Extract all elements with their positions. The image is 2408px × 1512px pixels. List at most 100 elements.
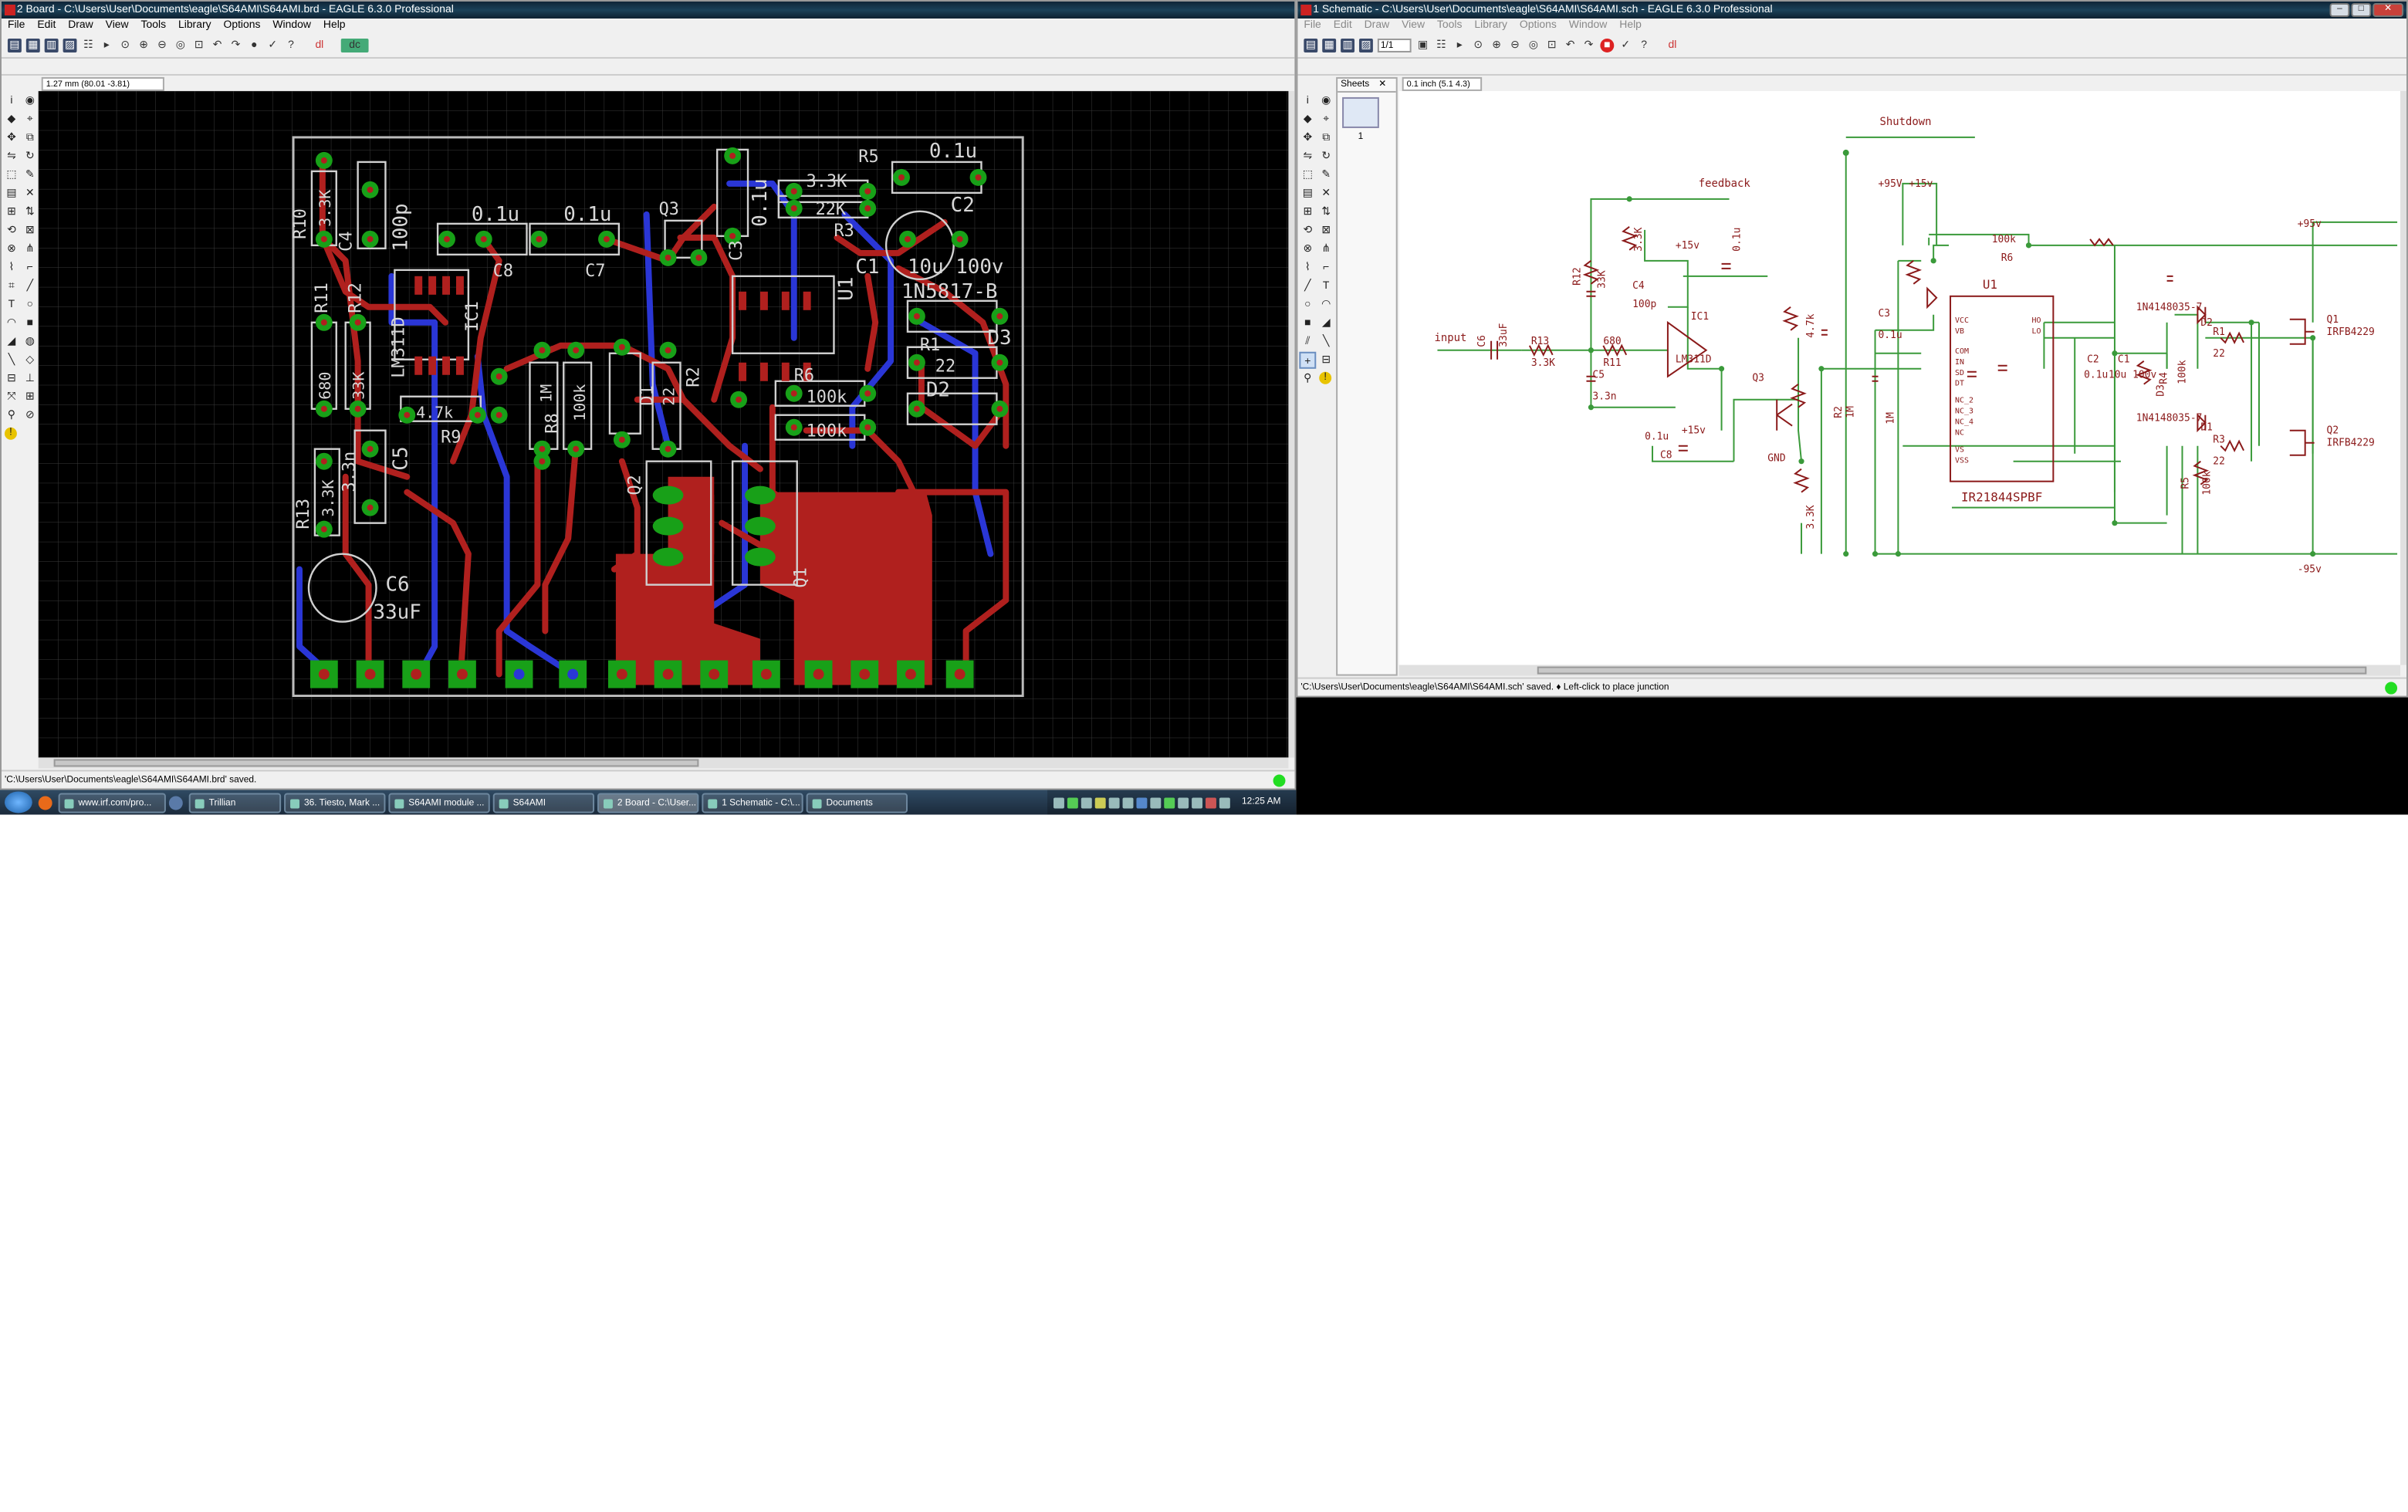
mirror-icon[interactable]: ⇋ bbox=[1303, 151, 1313, 162]
copy-icon[interactable]: ⧉ bbox=[25, 132, 34, 144]
schematic-drawing[interactable]: Shutdown feedback +95V +15v +95v -95v in… bbox=[1399, 91, 2400, 665]
board-switch-icon[interactable]: ▣ bbox=[1417, 39, 1429, 51]
menu-tools[interactable]: Tools bbox=[1436, 19, 1463, 31]
replace-icon[interactable]: ⟲ bbox=[1303, 225, 1313, 236]
tray-icon-10[interactable] bbox=[1177, 797, 1189, 808]
zoom-redraw-icon[interactable]: ◎ bbox=[1528, 39, 1538, 51]
redo-icon[interactable]: ↷ bbox=[1584, 39, 1594, 51]
taskbar-item-documents[interactable]: Documents bbox=[806, 792, 908, 813]
text-icon[interactable]: T bbox=[8, 299, 15, 310]
cam-icon[interactable]: ▨ bbox=[63, 38, 77, 52]
info-icon[interactable]: i bbox=[10, 95, 13, 107]
start-button[interactable] bbox=[4, 791, 32, 814]
minimize-button[interactable]: – bbox=[2329, 2, 2350, 17]
group-icon[interactable]: ⬚ bbox=[6, 169, 17, 181]
run-icon[interactable]: ▸ bbox=[1456, 39, 1463, 51]
paste-icon[interactable]: ▤ bbox=[1302, 188, 1313, 199]
menu-edit[interactable]: Edit bbox=[37, 19, 56, 31]
taskbar-item-board[interactable]: 2 Board - C:\User... bbox=[597, 792, 699, 813]
menu-window[interactable]: Window bbox=[272, 19, 311, 31]
taskbar-item-schematic[interactable]: 1 Schematic - C:\... bbox=[702, 792, 803, 813]
pcb-layout[interactable]: R10 3.3K C4 100p 0.1u C8 0.1u C7 Q3 C3 0… bbox=[38, 90, 1289, 758]
errors-icon[interactable]: ! bbox=[1319, 371, 1332, 384]
stop-icon[interactable]: ■ bbox=[1600, 38, 1615, 52]
arc-icon[interactable]: ◠ bbox=[1321, 299, 1331, 310]
run-icon[interactable]: ▸ bbox=[103, 39, 110, 51]
design-link-icon[interactable]: dl bbox=[315, 39, 324, 51]
open-icon[interactable]: ▤ bbox=[1304, 38, 1318, 52]
dimension-icon[interactable]: ⊥ bbox=[25, 373, 35, 384]
replace-icon[interactable]: ⟲ bbox=[7, 225, 16, 236]
design-check-icon[interactable]: dc bbox=[340, 38, 369, 52]
ripup-icon[interactable]: ⌗ bbox=[8, 280, 15, 292]
zoom-in-icon[interactable]: ⊕ bbox=[139, 39, 148, 51]
help-icon[interactable]: ? bbox=[1641, 39, 1647, 51]
route-icon[interactable]: ⌐ bbox=[26, 262, 33, 273]
script-icon[interactable]: ☷ bbox=[83, 39, 93, 51]
junction-icon[interactable]: + bbox=[1299, 351, 1317, 369]
tray-icon-1[interactable] bbox=[1053, 797, 1064, 808]
cam-icon[interactable]: ▨ bbox=[1358, 38, 1373, 52]
rotate-icon[interactable]: ↻ bbox=[1321, 151, 1331, 162]
label-icon[interactable]: ⊟ bbox=[1321, 354, 1331, 366]
design-link-icon[interactable]: dl bbox=[1668, 39, 1677, 51]
sheet-thumbnail[interactable] bbox=[1342, 96, 1379, 128]
menu-help[interactable]: Help bbox=[1619, 19, 1642, 31]
zoom-in-icon[interactable]: ⊕ bbox=[1492, 39, 1501, 51]
network-icon[interactable] bbox=[1121, 797, 1133, 808]
redo-icon[interactable]: ↷ bbox=[231, 39, 241, 51]
schematic-vscroll[interactable] bbox=[2400, 90, 2407, 665]
print-icon[interactable]: ▥ bbox=[44, 38, 59, 52]
tray-icon-11[interactable] bbox=[1191, 797, 1202, 808]
taskbar-item-tiesto[interactable]: 36. Tiesto, Mark ... bbox=[284, 792, 386, 813]
volume-icon[interactable] bbox=[1219, 797, 1230, 808]
zoom-area-icon[interactable]: ⊡ bbox=[1547, 39, 1557, 51]
smash-icon[interactable]: ⌇ bbox=[1304, 262, 1311, 273]
menu-edit[interactable]: Edit bbox=[1333, 19, 1352, 31]
undo-icon[interactable]: ↶ bbox=[1565, 39, 1575, 51]
menu-view[interactable]: View bbox=[1402, 19, 1426, 31]
schematic-canvas[interactable]: Shutdown feedback +95V +15v +95v -95v in… bbox=[1398, 90, 2401, 665]
copy-icon[interactable]: ⧉ bbox=[1322, 132, 1331, 144]
wire-icon[interactable]: ╱ bbox=[1304, 280, 1311, 292]
tray-icon-8[interactable] bbox=[1149, 797, 1161, 808]
hole-icon[interactable]: ◇ bbox=[25, 354, 35, 366]
go-icon[interactable]: ✓ bbox=[268, 39, 278, 51]
name-icon[interactable]: ⊗ bbox=[1303, 243, 1313, 255]
menu-help[interactable]: Help bbox=[323, 19, 346, 31]
rect-icon[interactable]: ■ bbox=[26, 317, 33, 329]
attribute-icon[interactable]: ⊟ bbox=[7, 373, 16, 384]
menu-library[interactable]: Library bbox=[178, 19, 211, 31]
close-button[interactable]: ✕ bbox=[2372, 2, 2404, 17]
save-icon[interactable]: ▦ bbox=[25, 38, 40, 52]
menu-file[interactable]: File bbox=[7, 19, 25, 31]
circle-icon[interactable]: ○ bbox=[1304, 299, 1311, 310]
menu-view[interactable]: View bbox=[105, 19, 129, 31]
change-icon[interactable]: ✎ bbox=[25, 169, 35, 181]
firefox-icon[interactable] bbox=[38, 795, 52, 810]
zoom-fit-icon[interactable]: ⊙ bbox=[1473, 39, 1483, 51]
text-icon[interactable]: T bbox=[1322, 280, 1330, 292]
change-icon[interactable]: ✎ bbox=[1321, 169, 1331, 181]
tray-icon-3[interactable] bbox=[1081, 797, 1092, 808]
zoom-fit-icon[interactable]: ⊙ bbox=[120, 39, 130, 51]
show-icon[interactable]: ◉ bbox=[1321, 95, 1331, 107]
move-icon[interactable]: ✥ bbox=[7, 132, 16, 144]
autorouter-icon[interactable]: ⊞ bbox=[25, 391, 35, 403]
go-icon[interactable]: ✓ bbox=[1621, 39, 1631, 51]
tray-icon-5[interactable] bbox=[1108, 797, 1119, 808]
lock-icon[interactable]: ⊠ bbox=[25, 225, 35, 236]
mirror-icon[interactable]: ⇋ bbox=[7, 151, 16, 162]
net-icon[interactable]: ╲ bbox=[1322, 336, 1330, 347]
undo-icon[interactable]: ↶ bbox=[212, 39, 222, 51]
via-icon[interactable]: ◍ bbox=[25, 336, 35, 347]
schematic-hscroll[interactable] bbox=[1398, 665, 2401, 676]
delete-icon[interactable]: ✕ bbox=[25, 188, 35, 199]
open-icon[interactable]: ▤ bbox=[7, 38, 22, 52]
taskbar-item-irf[interactable]: www.irf.com/pro... bbox=[58, 792, 166, 813]
polygon-icon[interactable]: ◢ bbox=[1321, 317, 1331, 329]
add-icon[interactable]: ⊞ bbox=[7, 206, 16, 218]
sheets-close-icon[interactable]: ✕ bbox=[1378, 79, 1387, 90]
ratsnest-icon[interactable]: ⤧ bbox=[7, 391, 16, 403]
arc-icon[interactable]: ◠ bbox=[6, 317, 16, 329]
